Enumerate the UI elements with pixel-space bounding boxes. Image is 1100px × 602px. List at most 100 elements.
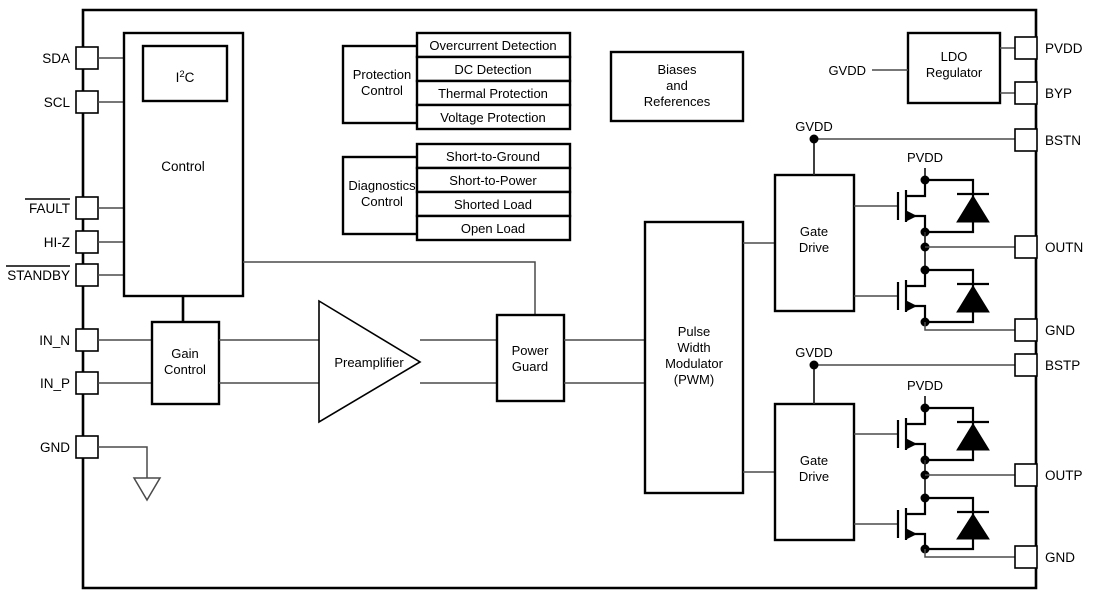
output-stage-bottom: PVDD xyxy=(854,378,1015,558)
pin-pad-fault[interactable] xyxy=(75,196,99,220)
protection-item-3[interactable] xyxy=(415,103,572,131)
power-guard-label-1: Power xyxy=(512,343,550,358)
right-pin-labels: PVDD BYP BSTN OUTN GND BSTP OUTP GND xyxy=(1045,41,1083,565)
protection-items-list: Overcurrent Detection DC Detection Therm… xyxy=(415,31,572,131)
wire-ls-bottom-to-gnd xyxy=(924,549,1015,558)
junction-gvdd-top xyxy=(809,134,819,144)
diode-loop-ls-bottom xyxy=(925,496,975,551)
preamplifier-block[interactable] xyxy=(318,299,422,424)
pin-pad-outn[interactable] xyxy=(1014,235,1038,259)
wire-control-to-power-guard xyxy=(243,261,536,315)
protection-control-label-2: Control xyxy=(361,83,403,98)
nmos-body-arrow-ls-top xyxy=(905,300,918,312)
gate-drive-bottom-label-2: Drive xyxy=(799,469,829,484)
diagnostics-control-label-1: Diagnostics xyxy=(348,178,416,193)
right-pin-group xyxy=(1014,36,1038,569)
power-guard-label-2: Guard xyxy=(512,359,548,374)
gate-drive-top-block[interactable] xyxy=(773,173,856,313)
output-stage-top: PVDD xyxy=(854,150,1015,331)
protection-item-label-2: Thermal Protection xyxy=(438,86,548,101)
nmos-drain-ls-bottom xyxy=(906,498,927,516)
gvdd-top-label: GVDD xyxy=(795,119,833,134)
protection-item-0[interactable] xyxy=(415,31,572,59)
preamplifier-label: Preamplifier xyxy=(334,355,404,370)
protection-control-label-1: Protection xyxy=(353,67,412,82)
body-diode-ls-bottom xyxy=(956,513,990,540)
pin-label-bstn: BSTN xyxy=(1045,133,1081,148)
pin-pad-hiz[interactable] xyxy=(75,230,99,254)
pin-pad-gnd-bottom-right[interactable] xyxy=(1014,545,1038,569)
pin-label-scl: SCL xyxy=(44,95,71,110)
pin-pad-bstp[interactable] xyxy=(1014,353,1038,377)
diagnostics-items-list: Short-to-Ground Short-to-Power Shorted L… xyxy=(415,142,572,242)
protection-item-label-3: Voltage Protection xyxy=(440,110,546,125)
pin-pad-in-n[interactable] xyxy=(75,328,99,352)
pin-label-outn: OUTN xyxy=(1045,240,1083,255)
pin-label-in-n: IN_N xyxy=(39,333,70,348)
pin-label-fault: FAULT xyxy=(29,201,70,216)
pin-label-pvdd: PVDD xyxy=(1045,41,1083,56)
pin-pad-bstn[interactable] xyxy=(1014,128,1038,152)
ldo-regulator-block[interactable] xyxy=(906,31,1002,105)
diagnostics-item-2[interactable] xyxy=(415,190,572,218)
body-diode-ls-top xyxy=(956,285,990,313)
diode-loop-ls-top xyxy=(925,268,975,324)
diagnostics-item-label-1: Short-to-Power xyxy=(449,173,537,188)
pvdd-bottom-label: PVDD xyxy=(907,378,943,393)
protection-item-label-1: DC Detection xyxy=(454,62,531,77)
ldo-input-label: GVDD xyxy=(828,63,866,78)
power-guard-block[interactable] xyxy=(495,313,566,403)
pwm-label-1: Pulse xyxy=(678,324,711,339)
biases-references-block[interactable] xyxy=(609,50,745,123)
wire-gnd-left xyxy=(98,446,148,478)
pin-label-gnd-left: GND xyxy=(40,440,70,455)
pin-pad-in-p[interactable] xyxy=(75,371,99,395)
nmos-drain-hs-top xyxy=(906,180,927,198)
nmos-body-arrow-ls-bottom xyxy=(905,528,918,540)
ldo-label-1: LDO xyxy=(941,49,968,64)
pin-pad-pvdd[interactable] xyxy=(1014,36,1038,60)
i2c-block[interactable] xyxy=(141,44,229,103)
pwm-label-3: Modulator xyxy=(665,356,723,371)
nmos-drain-hs-bottom xyxy=(906,408,927,426)
pin-label-gnd-bottom-right: GND xyxy=(1045,550,1075,565)
pin-pad-gnd-top-right[interactable] xyxy=(1014,318,1038,342)
nmos-drain-ls-top xyxy=(906,270,927,288)
gate-drive-bottom-label-1: Gate xyxy=(800,453,828,468)
protection-item-label-0: Overcurrent Detection xyxy=(429,38,556,53)
pvdd-top-label: PVDD xyxy=(907,150,943,165)
ldo-label-2: Regulator xyxy=(926,65,983,80)
ground-symbol xyxy=(132,477,162,502)
pwm-block[interactable] xyxy=(643,220,745,495)
pin-pad-scl[interactable] xyxy=(75,90,99,114)
diagnostics-item-label-0: Short-to-Ground xyxy=(446,149,540,164)
gvdd-bottom-label: GVDD xyxy=(795,345,833,360)
pin-label-standby: STANDBY xyxy=(7,268,70,283)
gate-drive-top-label-1: Gate xyxy=(800,224,828,239)
pin-label-sda: SDA xyxy=(42,51,70,66)
pin-pad-byp[interactable] xyxy=(1014,81,1038,105)
diagnostics-control-block[interactable] xyxy=(341,155,423,236)
pin-label-byp: BYP xyxy=(1045,86,1072,101)
pin-pad-sda[interactable] xyxy=(75,46,99,70)
biases-label-2: and xyxy=(666,78,688,93)
diagnostics-item-label-3: Open Load xyxy=(461,221,525,236)
gain-control-block[interactable] xyxy=(150,320,221,406)
diagnostics-control-label-2: Control xyxy=(361,194,403,209)
pin-pad-standby[interactable] xyxy=(75,263,99,287)
pin-pad-gnd-left[interactable] xyxy=(75,435,99,459)
diagnostics-item-3[interactable] xyxy=(415,214,572,242)
pin-pad-outp[interactable] xyxy=(1014,463,1038,487)
body-diode-hs-bottom xyxy=(956,423,990,451)
nmos-body-arrow-hs-bottom xyxy=(905,438,918,450)
biases-label-3: References xyxy=(644,94,711,109)
pin-label-outp: OUTP xyxy=(1045,468,1083,483)
gate-drive-bottom-block[interactable] xyxy=(773,402,856,542)
pin-label-hiz: HI-Z xyxy=(44,235,70,250)
gate-drive-top-label-2: Drive xyxy=(799,240,829,255)
nmos-body-arrow-hs-top xyxy=(905,210,918,222)
wire-ls-top-to-gnd xyxy=(924,322,1015,331)
pwm-label-4: (PWM) xyxy=(674,372,714,387)
protection-control-block[interactable] xyxy=(341,44,423,125)
